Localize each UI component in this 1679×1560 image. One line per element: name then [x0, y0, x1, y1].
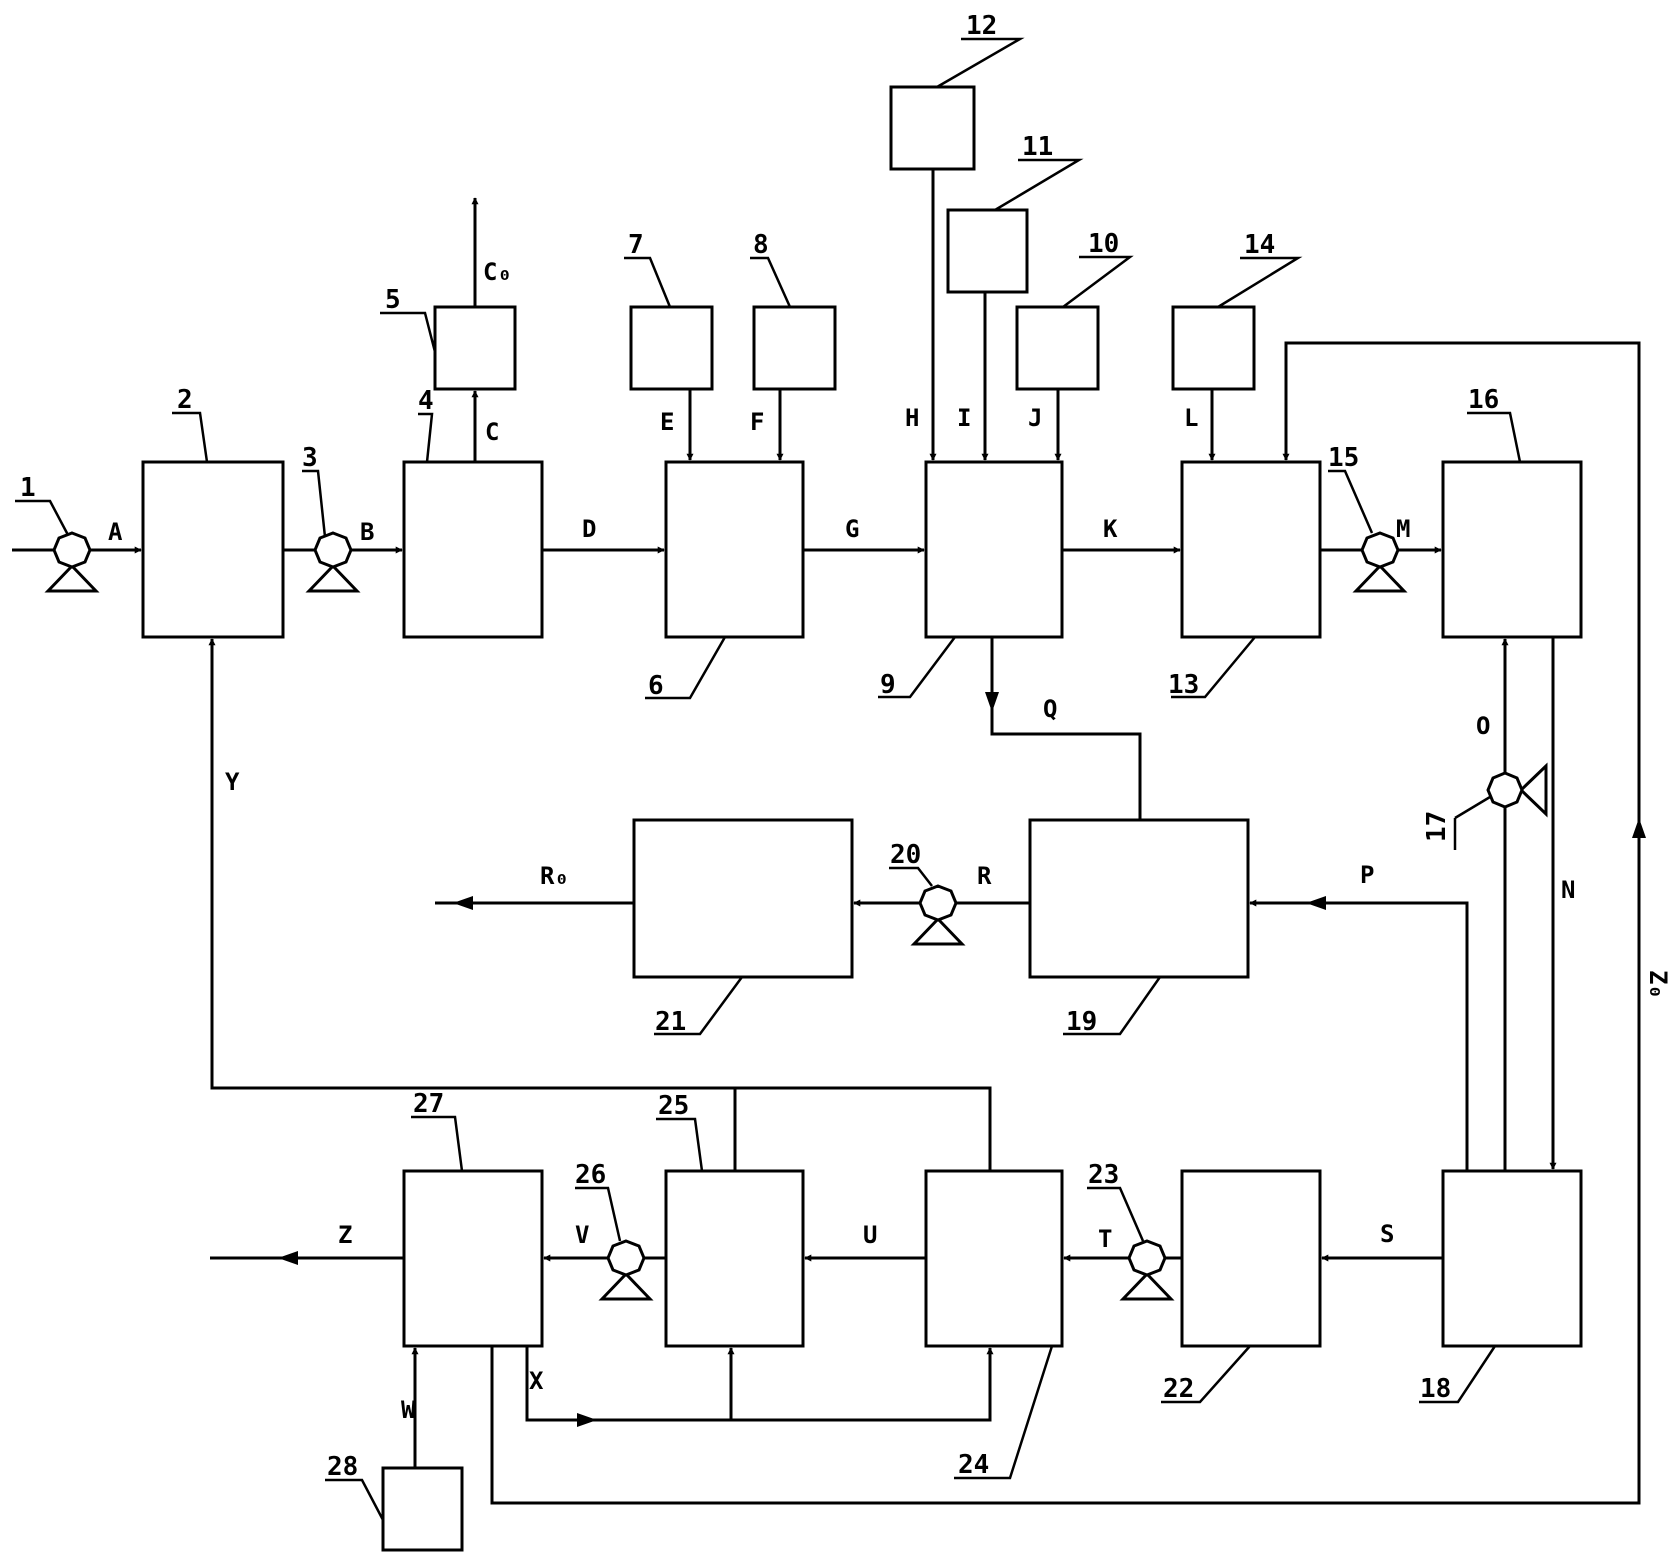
stream-x-line	[525, 1346, 994, 1422]
stream-x-label: X	[529, 1367, 544, 1395]
unit-2-label: 2	[177, 385, 193, 415]
unit-12-label: 12	[966, 11, 997, 41]
stream-v-label: V	[575, 1221, 589, 1249]
stream-n-label: N	[1561, 876, 1575, 904]
stream-z0-line	[490, 341, 1641, 1505]
unit-3-label: 3	[302, 443, 318, 473]
stream-l-label: L	[1184, 404, 1198, 432]
stream-m-label: M	[1396, 515, 1410, 543]
unit-21-box	[632, 818, 854, 979]
stream-z-label: Z	[338, 1221, 352, 1249]
stream-o-label: O	[1476, 712, 1490, 740]
unit-20-label: 20	[890, 840, 921, 870]
pump-1-icon	[44, 531, 100, 593]
unit-15-label: 15	[1328, 443, 1359, 473]
stream-y-label: Y	[225, 768, 240, 796]
unit-27-label: 27	[413, 1089, 444, 1119]
unit-10-box	[1015, 305, 1100, 391]
unit-9-label: 9	[880, 670, 896, 700]
stream-b-label: B	[360, 518, 374, 546]
stream-a-label: A	[108, 518, 123, 546]
unit-5-box	[433, 305, 517, 391]
unit-16-box	[1441, 460, 1583, 639]
unit-5-label: 5	[385, 285, 401, 315]
unit-9-box	[924, 460, 1064, 639]
unit-7-box	[629, 305, 714, 391]
unit-16-label: 16	[1468, 385, 1499, 415]
unit-21-label: 21	[655, 1007, 686, 1037]
stream-c0-label: C₀	[483, 258, 512, 286]
unit-6-box	[664, 460, 805, 639]
unit-14-box	[1171, 305, 1256, 391]
unit-4-label: 4	[418, 386, 434, 416]
unit-1-label: 1	[20, 473, 36, 503]
unit-4-box	[402, 460, 544, 639]
unit-24-label: 24	[958, 1450, 989, 1480]
stream-t-label: T	[1098, 1225, 1112, 1253]
stream-w-label: W	[401, 1396, 416, 1424]
unit-11-label: 11	[1022, 132, 1053, 162]
unit-27-box	[402, 1169, 544, 1348]
unit-8-box	[752, 305, 837, 391]
unit-24-box	[924, 1169, 1064, 1348]
stream-r-label: R	[977, 862, 992, 890]
unit-10-label: 10	[1088, 229, 1119, 259]
unit-6-label: 6	[648, 671, 664, 701]
stream-c-label: C	[485, 418, 499, 446]
unit-18-label: 18	[1420, 1374, 1451, 1404]
unit-28-box	[381, 1466, 464, 1552]
stream-e-label: E	[660, 408, 674, 436]
unit-19-box	[1028, 818, 1250, 979]
unit-17-label: 17	[1422, 811, 1452, 842]
stream-k-label: K	[1103, 515, 1118, 543]
unit-12-box	[889, 85, 976, 171]
unit-8-label: 8	[753, 230, 769, 260]
unit-25-label: 25	[658, 1091, 689, 1121]
unit-26-label: 26	[575, 1160, 606, 1190]
unit-2-box	[141, 460, 285, 639]
pump-15-icon	[1352, 531, 1408, 593]
unit-19-label: 19	[1066, 1007, 1097, 1037]
unit-22-label: 22	[1163, 1374, 1194, 1404]
unit-14-label: 14	[1244, 230, 1275, 260]
stream-q-line	[990, 637, 1142, 820]
stream-z0-label: Z₀	[1644, 970, 1672, 999]
pump-17-icon	[1453, 762, 1548, 850]
stream-p-label: P	[1360, 861, 1374, 889]
stream-f-label: F	[750, 408, 764, 436]
unit-leaders	[15, 37, 1522, 1521]
stream-h-label: H	[905, 404, 919, 432]
stream-d-label: D	[582, 515, 596, 543]
stream-g-label: G	[845, 515, 859, 543]
stream-i-label: I	[957, 404, 971, 432]
stream-u-label: U	[863, 1221, 877, 1249]
unit-28-label: 28	[327, 1452, 358, 1482]
pump-3-icon	[305, 531, 361, 593]
stream-j-label: J	[1028, 404, 1042, 432]
unit-25-box	[664, 1169, 805, 1348]
unit-23-label: 23	[1088, 1160, 1119, 1190]
unit-11-box	[946, 208, 1029, 294]
unit-18-box	[1441, 1169, 1583, 1348]
pump-26-icon	[598, 1239, 654, 1301]
pump-23-icon	[1119, 1239, 1175, 1301]
stream-s-label: S	[1380, 1220, 1394, 1248]
unit-7-label: 7	[628, 230, 644, 260]
stream-r0-label: R₀	[540, 862, 569, 890]
unit-13-label: 13	[1168, 670, 1199, 700]
pump-20-icon	[910, 884, 966, 946]
stream-p-line	[1249, 899, 1469, 1171]
stream-y-line	[208, 638, 992, 1171]
stream-q-label: Q	[1043, 695, 1057, 723]
unit-13-box	[1180, 460, 1322, 639]
unit-22-box	[1180, 1169, 1322, 1348]
